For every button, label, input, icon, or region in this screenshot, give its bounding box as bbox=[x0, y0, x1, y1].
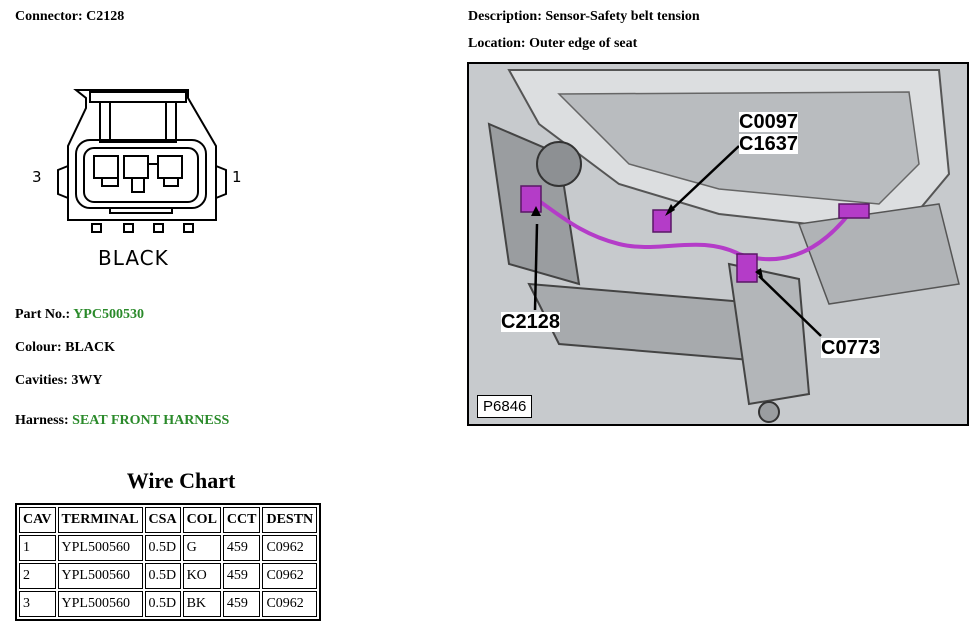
part-no-line: Part No.: YPC500530 bbox=[15, 307, 144, 323]
cavities-line: Cavities: 3WY bbox=[15, 373, 103, 389]
harness-link[interactable]: SEAT FRONT HARNESS bbox=[72, 413, 230, 428]
cavities-label: Cavities: bbox=[15, 373, 68, 388]
cell-terminal: YPL500560 bbox=[57, 591, 143, 617]
part-no-label: Part No.: bbox=[15, 307, 71, 322]
colour-line: Colour: BLACK bbox=[15, 340, 115, 356]
cell-cct: 459 bbox=[222, 563, 261, 589]
colour-label: Colour: bbox=[15, 340, 62, 355]
cell-csa: 0.5D bbox=[144, 535, 181, 561]
header-cct: CCT bbox=[222, 507, 261, 533]
part-no-link[interactable]: YPC500530 bbox=[73, 307, 144, 322]
table-row: 2 YPL500560 0.5D KO 459 C0962 bbox=[19, 563, 318, 589]
housing-colour-text: BLACK bbox=[98, 246, 169, 270]
header-cav: CAV bbox=[19, 507, 56, 533]
cell-cav: 2 bbox=[19, 563, 56, 589]
cell-destn: C0962 bbox=[262, 563, 318, 589]
cell-csa: 0.5D bbox=[144, 591, 181, 617]
location-line: Location: Outer edge of seat bbox=[468, 36, 637, 52]
table-row: 3 YPL500560 0.5D BK 459 C0962 bbox=[19, 591, 318, 617]
cell-destn: C0962 bbox=[262, 591, 318, 617]
location-value: Outer edge of seat bbox=[529, 36, 638, 51]
header-csa: CSA bbox=[144, 507, 181, 533]
description-value: Sensor-Safety belt tension bbox=[545, 9, 700, 24]
wire-chart-title: Wire Chart bbox=[126, 468, 236, 493]
wire-chart-header-row: CAV TERMINAL CSA COL CCT DESTN bbox=[19, 507, 318, 533]
callout-c1637: C1637 bbox=[739, 133, 798, 155]
cell-col: BK bbox=[182, 591, 221, 617]
harness-line: Harness: SEAT FRONT HARNESS bbox=[15, 413, 229, 429]
location-label: Location: bbox=[468, 36, 526, 51]
callout-c2128: C2128 bbox=[501, 311, 560, 333]
cell-destn: C0962 bbox=[262, 535, 318, 561]
cavities-value: 3WY bbox=[71, 373, 103, 388]
cell-cct: 459 bbox=[222, 535, 261, 561]
table-row: 1 YPL500560 0.5D G 459 C0962 bbox=[19, 535, 318, 561]
connector-face-diagram bbox=[57, 89, 227, 233]
colour-value: BLACK bbox=[65, 340, 115, 355]
header-destn: DESTN bbox=[262, 507, 318, 533]
cell-cct: 459 bbox=[222, 591, 261, 617]
cell-terminal: YPL500560 bbox=[57, 563, 143, 589]
cell-cav: 1 bbox=[19, 535, 56, 561]
wire-chart-table: CAV TERMINAL CSA COL CCT DESTN 1 YPL5005… bbox=[15, 503, 322, 621]
illustration-code: P6846 bbox=[477, 395, 533, 418]
seat-frame-drawing bbox=[469, 64, 967, 424]
cell-col: G bbox=[182, 535, 221, 561]
harness-label: Harness: bbox=[15, 413, 69, 428]
cell-terminal: YPL500560 bbox=[57, 535, 143, 561]
description-line: Description: Sensor-Safety belt tension bbox=[468, 9, 700, 25]
location-illustration: C0097 C1637 C2128 C0773 P6846 bbox=[467, 62, 969, 426]
pin-label-right: 1 bbox=[232, 168, 242, 186]
cell-csa: 0.5D bbox=[144, 563, 181, 589]
cell-cav: 3 bbox=[19, 591, 56, 617]
header-terminal: TERMINAL bbox=[57, 507, 143, 533]
pin-label-left: 3 bbox=[32, 168, 42, 186]
cell-col: KO bbox=[182, 563, 221, 589]
description-label: Description: bbox=[468, 9, 542, 24]
connector-line: Connector: C2128 bbox=[15, 9, 124, 25]
connector-label: Connector: bbox=[15, 9, 83, 24]
header-col: COL bbox=[182, 507, 221, 533]
callout-c0097: C0097 bbox=[739, 111, 798, 133]
callout-c0773: C0773 bbox=[821, 337, 880, 359]
connector-value: C2128 bbox=[86, 9, 125, 24]
